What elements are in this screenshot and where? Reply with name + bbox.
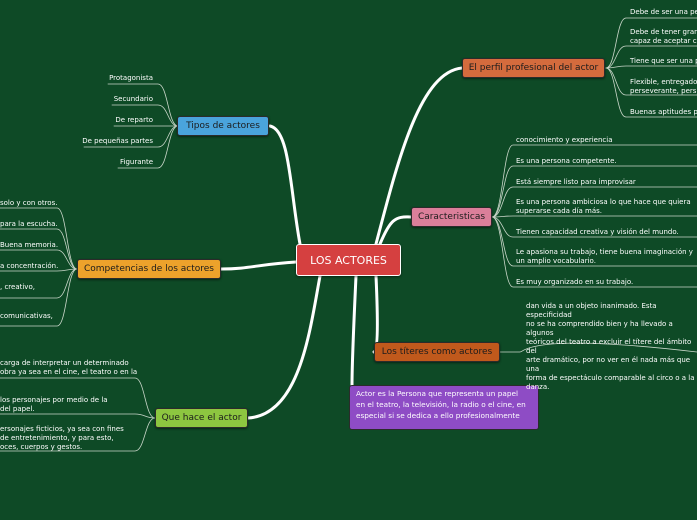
link-quehace — [246, 274, 322, 420]
link-caracteristicas — [378, 215, 413, 246]
caracteristica-item[interactable]: un amplio vocabulario. — [516, 257, 596, 265]
topic-perfil-profesional[interactable]: El perfil profesional del actor — [462, 58, 605, 78]
link-competencias — [219, 260, 298, 271]
tipo-item[interactable]: Figurante — [120, 158, 153, 166]
quehace-item[interactable]: obra ya sea en el cine, el teatro o en l… — [0, 368, 138, 376]
competencia-item[interactable]: para la escucha. — [0, 220, 58, 228]
competencia-item[interactable]: a concentración. — [0, 262, 59, 270]
caracteristica-item[interactable]: Es muy organizado en su trabajo. — [516, 278, 634, 286]
quehace-item[interactable]: los personajes por medio de la — [0, 396, 108, 404]
titeres-line: dan vida a un objeto inanimado. Esta esp… — [526, 302, 657, 319]
topic-tipos-actores[interactable]: Tipos de actores — [177, 116, 269, 136]
quehace-item[interactable]: de entretenimiento, y para esto, — [0, 434, 114, 442]
perfil-item[interactable]: perseverante, persis — [630, 87, 697, 95]
link-tipos — [268, 124, 302, 246]
titeres-line: teóricos del teatro a excluir el títere … — [526, 338, 692, 355]
quehace-item[interactable]: ersonajes ficticios, ya sea con fines — [0, 425, 124, 433]
titeres-line: arte dramático, por no ver en él nada má… — [526, 356, 691, 373]
link-note — [350, 274, 358, 387]
definition-note[interactable]: Actor es la Persona que representa un pa… — [349, 385, 539, 430]
titeres-line: forma de espectáculo comparable al circo… — [526, 374, 695, 382]
caracteristica-item[interactable]: superarse cada día más. — [516, 207, 603, 215]
topic-competencias[interactable]: Competencias de los actores — [77, 259, 221, 279]
caracteristica-item[interactable]: Es una persona competente. — [516, 157, 617, 165]
perfil-item[interactable]: Tiene que ser una pe — [630, 57, 697, 65]
topic-caracteristicas[interactable]: Caracteristicas — [411, 207, 492, 227]
link-perfil — [374, 66, 464, 246]
quehace-item[interactable]: del papel. — [0, 405, 35, 413]
link-titeres — [372, 274, 379, 354]
titeres-line: no se ha comprendido bien y ha llevado a… — [526, 320, 673, 337]
perfil-item[interactable]: capaz de aceptar cua — [630, 37, 697, 45]
note-line: en el teatro, la televisión, la radio o … — [356, 400, 526, 409]
titeres-line: danza. — [526, 383, 550, 391]
tipo-item[interactable]: De pequeñas partes — [82, 137, 153, 145]
tipo-item[interactable]: Secundario — [113, 95, 153, 103]
topic-que-hace[interactable]: Que hace el actor — [155, 408, 248, 428]
note-line: Actor es la Persona que representa un pa… — [356, 389, 519, 398]
quehace-item[interactable]: carga de interpretar un determinado — [0, 359, 129, 367]
caracteristica-item[interactable]: Le apasiona su trabajo, tiene buena imag… — [516, 248, 693, 256]
perfil-item[interactable]: Debe de tener gran c — [630, 28, 697, 36]
perfil-item[interactable]: Buenas aptitudes pa — [630, 108, 697, 116]
caracteristica-item[interactable]: Está siempre listo para improvisar — [516, 178, 636, 186]
perfil-item[interactable]: Debe de ser una pers — [630, 8, 697, 16]
titeres-description[interactable]: dan vida a un objeto inanimado. Esta esp… — [526, 302, 697, 392]
tipo-item[interactable]: Protagonista — [109, 74, 153, 82]
caracteristica-item[interactable]: Tienen capacidad creativa y visión del m… — [516, 228, 679, 236]
caracteristica-item[interactable]: conocimiento y experiencia — [516, 136, 613, 144]
competencia-item[interactable]: comunicativas, — [0, 312, 53, 320]
competencia-item[interactable]: , creativo, — [0, 283, 35, 291]
tipo-item[interactable]: De reparto — [115, 116, 153, 124]
perfil-item[interactable]: Flexible, entregado, — [630, 78, 697, 86]
quehace-item[interactable]: oces, cuerpos y gestos. — [0, 443, 83, 451]
caracteristica-item[interactable]: Es una persona ambiciosa lo que hace que… — [516, 198, 691, 206]
competencia-item[interactable]: Buena memoria. — [0, 241, 59, 249]
topic-titeres[interactable]: Los títeres como actores — [374, 342, 500, 362]
competencia-item[interactable]: solo y con otros. — [0, 199, 58, 207]
central-topic[interactable]: LOS ACTORES — [296, 244, 401, 276]
note-line: especial si se dedica a ello profesional… — [356, 411, 520, 420]
